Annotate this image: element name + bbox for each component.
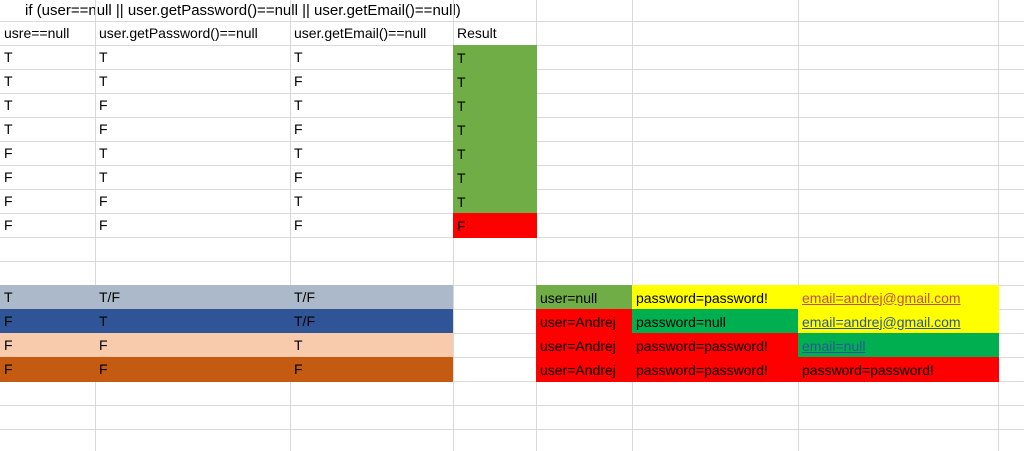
result-cell[interactable]: T: [453, 165, 537, 190]
summary-cell[interactable]: F: [99, 361, 108, 377]
table-cell[interactable]: T: [99, 73, 108, 89]
table-cell[interactable]: F: [99, 97, 108, 113]
formula-title[interactable]: if (user==null || user.getPassword()==nu…: [25, 2, 461, 19]
summary-row: [0, 309, 453, 334]
result-cell[interactable]: F: [453, 213, 537, 238]
table-cell[interactable]: T: [294, 145, 303, 161]
test-case-cell[interactable]: user=Andrej: [536, 309, 633, 334]
table-cell[interactable]: T: [99, 169, 108, 185]
header-cell[interactable]: user.getEmail()==null: [294, 25, 427, 41]
test-case-cell[interactable]: user=Andrej: [536, 357, 633, 382]
test-case-cell[interactable]: password=password!: [632, 357, 799, 382]
table-cell[interactable]: F: [4, 145, 13, 161]
test-case-cell[interactable]: password=password!: [632, 333, 799, 358]
table-cell[interactable]: F: [99, 217, 108, 233]
summary-row: [0, 357, 453, 382]
table-cell[interactable]: T: [99, 49, 108, 65]
test-case-link-cell[interactable]: email=null: [798, 333, 999, 358]
table-cell[interactable]: F: [99, 193, 108, 209]
test-case-cell[interactable]: user=Andrej: [536, 333, 633, 358]
header-cell[interactable]: user.getPassword()==null: [99, 25, 258, 41]
table-cell[interactable]: T: [4, 73, 13, 89]
summary-row: [0, 333, 453, 358]
result-cell[interactable]: T: [453, 93, 537, 118]
column-gridline: [998, 0, 999, 451]
summary-cell[interactable]: T: [99, 313, 108, 329]
test-case-link-cell[interactable]: email=andrej@gmail.com: [798, 309, 999, 334]
result-cell[interactable]: T: [453, 141, 537, 166]
summary-cell[interactable]: F: [294, 361, 303, 377]
table-cell[interactable]: F: [294, 217, 303, 233]
test-case-cell[interactable]: password=null: [632, 309, 799, 334]
table-cell[interactable]: T: [99, 145, 108, 161]
summary-cell[interactable]: T/F: [294, 313, 315, 329]
column-gridline: [798, 0, 799, 451]
table-cell[interactable]: T: [294, 97, 303, 113]
summary-cell[interactable]: F: [4, 313, 13, 329]
table-cell[interactable]: F: [4, 193, 13, 209]
row-gridline: [0, 381, 1024, 382]
test-case-link-cell[interactable]: email=andrej@gmail.com: [798, 285, 999, 310]
table-cell[interactable]: T: [294, 49, 303, 65]
table-cell[interactable]: T: [4, 121, 13, 137]
result-cell[interactable]: T: [453, 69, 537, 94]
row-gridline: [0, 309, 1024, 310]
table-cell[interactable]: F: [4, 169, 13, 185]
summary-cell[interactable]: F: [99, 337, 108, 353]
header-cell[interactable]: Result: [457, 25, 497, 41]
summary-cell[interactable]: F: [4, 337, 13, 353]
table-cell[interactable]: F: [294, 121, 303, 137]
summary-cell[interactable]: T/F: [294, 289, 315, 305]
row-gridline: [0, 405, 1024, 406]
row-gridline: [0, 21, 1024, 22]
table-cell[interactable]: T: [294, 193, 303, 209]
summary-cell[interactable]: T/F: [99, 289, 120, 305]
test-case-cell[interactable]: user=null: [536, 285, 633, 310]
summary-cell[interactable]: T: [294, 337, 303, 353]
column-gridline: [95, 0, 96, 451]
result-cell[interactable]: T: [453, 189, 537, 214]
row-gridline: [0, 261, 1024, 262]
summary-row: [0, 285, 453, 310]
result-cell[interactable]: T: [453, 117, 537, 142]
row-gridline: [0, 429, 1024, 430]
table-cell[interactable]: T: [4, 49, 13, 65]
table-cell[interactable]: F: [4, 217, 13, 233]
row-gridline: [0, 357, 1024, 358]
table-cell[interactable]: T: [4, 97, 13, 113]
test-case-cell[interactable]: password=password!: [798, 357, 999, 382]
result-cell[interactable]: T: [453, 45, 537, 70]
summary-cell[interactable]: F: [4, 361, 13, 377]
header-cell[interactable]: usre==null: [4, 25, 70, 41]
table-cell[interactable]: F: [294, 169, 303, 185]
table-cell[interactable]: F: [294, 73, 303, 89]
summary-cell[interactable]: T: [4, 289, 13, 305]
test-case-cell[interactable]: password=password!: [632, 285, 799, 310]
row-gridline: [0, 285, 1024, 286]
table-cell[interactable]: F: [99, 121, 108, 137]
column-gridline: [290, 0, 291, 451]
row-gridline: [0, 333, 1024, 334]
column-gridline: [632, 0, 633, 451]
